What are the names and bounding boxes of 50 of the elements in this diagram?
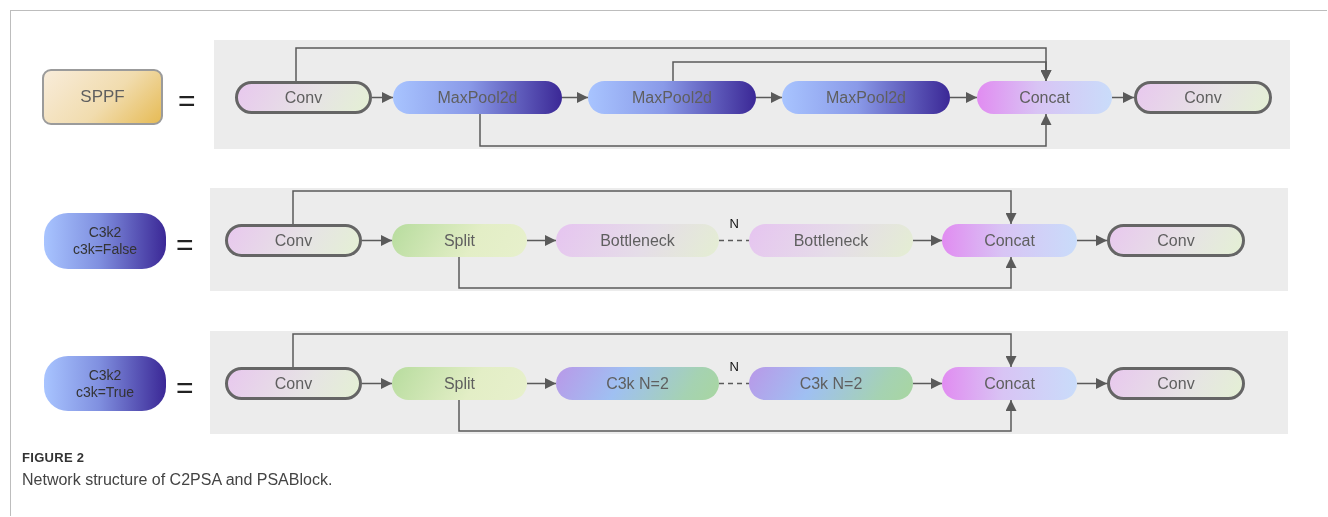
module-pill: Conv xyxy=(225,367,362,400)
arrow xyxy=(561,92,589,103)
arrow xyxy=(1076,378,1108,389)
arrow xyxy=(458,256,1017,289)
arrow xyxy=(292,333,1017,368)
module-pill: Conv xyxy=(1107,367,1245,400)
module-pill: Split xyxy=(392,224,527,257)
module-pill: Conv xyxy=(235,81,372,114)
arrow xyxy=(526,235,557,246)
module-pill: MaxPool2d xyxy=(393,81,562,114)
module-pill: Concat xyxy=(977,81,1112,114)
panel-background xyxy=(210,188,1288,291)
arrow xyxy=(371,92,394,103)
dashed-connector xyxy=(718,239,750,242)
arrow xyxy=(912,235,943,246)
module-pill: C3k2 c3k=True xyxy=(44,356,166,411)
arrow xyxy=(1076,235,1108,246)
module-pill: MaxPool2d xyxy=(782,81,950,114)
module-pill: C3k N=2 xyxy=(749,367,913,400)
figure-number: FIGURE 2 xyxy=(22,450,85,465)
module-pill: Conv xyxy=(1107,224,1245,257)
arrow xyxy=(912,378,943,389)
module-pill: Bottleneck xyxy=(556,224,719,257)
arrow xyxy=(672,61,1052,82)
arrow xyxy=(292,190,1017,225)
arrow xyxy=(479,113,1052,147)
module-pill: Split xyxy=(392,367,527,400)
module-pill: Conv xyxy=(225,224,362,257)
module-pill: Concat xyxy=(942,224,1077,257)
module-pill: Concat xyxy=(942,367,1077,400)
module-pill: C3k N=2 xyxy=(556,367,719,400)
module-pill: MaxPool2d xyxy=(588,81,756,114)
module-box: SPPF xyxy=(42,69,163,125)
figure-caption: Network structure of C2PSA and PSABlock. xyxy=(22,471,333,489)
panel-background xyxy=(210,331,1288,434)
equals-sign: = xyxy=(176,228,194,262)
module-pill: Conv xyxy=(1134,81,1272,114)
dashed-connector xyxy=(718,382,750,385)
equals-sign: = xyxy=(178,84,196,118)
arrow xyxy=(361,378,393,389)
arrow xyxy=(755,92,783,103)
arrow xyxy=(949,92,978,103)
module-pill: Bottleneck xyxy=(749,224,913,257)
arrow xyxy=(361,235,393,246)
panel-background xyxy=(214,40,1290,149)
module-pill: C3k2 c3k=False xyxy=(44,213,166,269)
arrow xyxy=(1111,92,1135,103)
arrow xyxy=(526,378,557,389)
arrow xyxy=(458,399,1017,432)
equals-sign: = xyxy=(176,371,194,405)
